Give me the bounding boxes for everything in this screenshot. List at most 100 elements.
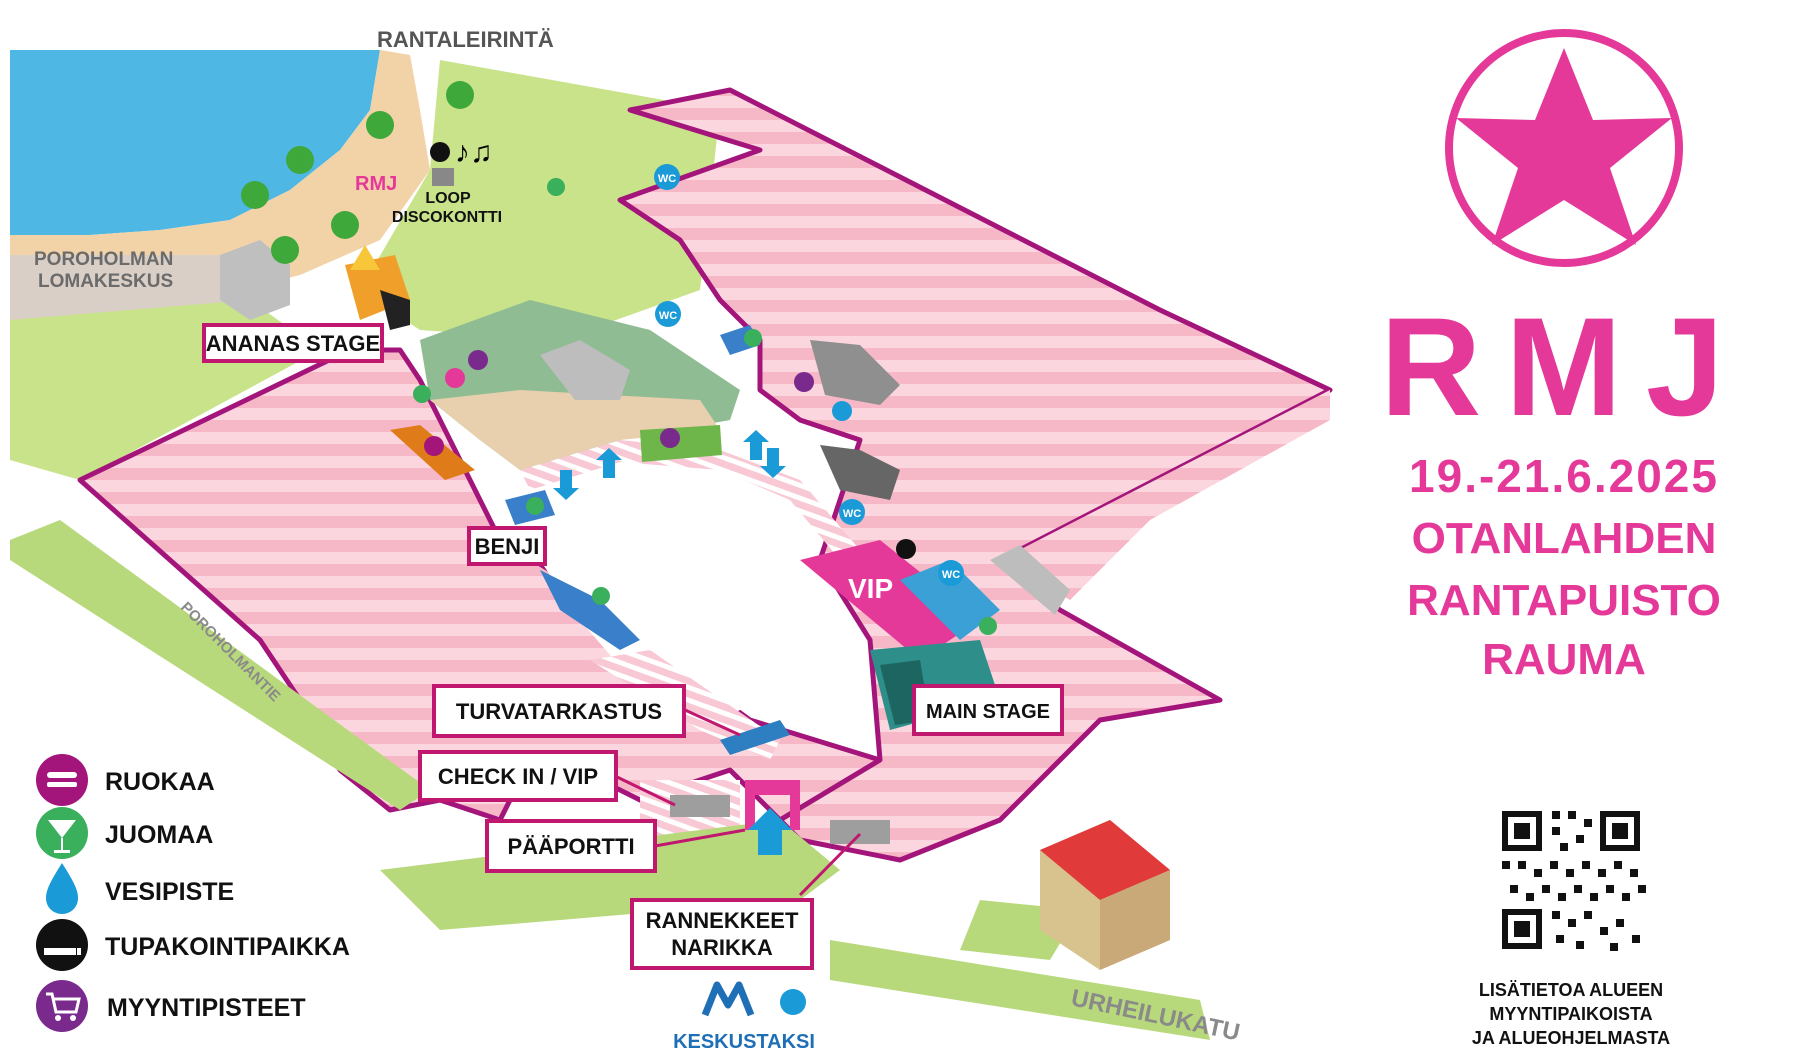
svg-text:PÄÄPORTTI: PÄÄPORTTI: [507, 834, 634, 859]
loop-label-line2: DISCOKONTTI: [392, 209, 502, 226]
qr-caption-line3: JA ALUEOHJELMASTA: [1472, 1028, 1670, 1048]
qr-caption-line2: MYYNTIPAIKOISTA: [1489, 1004, 1652, 1024]
leader-line: [798, 832, 862, 897]
house: [1040, 820, 1170, 970]
leader-line: [654, 828, 746, 848]
wc-badge: WC: [655, 301, 681, 327]
palm-trees: [241, 81, 474, 264]
road-strip-west: [10, 520, 430, 810]
svg-text:RANNEKKEET: RANNEKKEET: [646, 908, 799, 933]
walkway-lanes: [520, 440, 860, 560]
wc-badge: WC: [654, 164, 680, 190]
cocktail-icon: [744, 329, 762, 347]
svg-text:BENJI: BENJI: [475, 534, 540, 559]
wc-label: WC: [942, 569, 960, 581]
venue-city: RAUMA: [1482, 635, 1646, 684]
rantaleirinta-label: RANTALEIRINTÄ: [377, 27, 554, 52]
legend: RUOKAA JUOMAA VESIPISTE TUPAKOINTIPAIKKA…: [36, 754, 350, 1032]
north-grey-building: [810, 340, 900, 405]
wc-badge: WC: [938, 560, 964, 586]
security-checkpoint: [720, 720, 790, 755]
callout-checkin-vip: CHECK IN / VIP: [418, 750, 618, 802]
qr-code[interactable]: [1496, 805, 1646, 955]
cocktail-icon: [526, 497, 544, 515]
drink-stall-west: [540, 570, 640, 650]
flow-arrow-icon: [760, 448, 786, 478]
svg-text:ANANAS STAGE: ANANAS STAGE: [206, 331, 380, 356]
wc-badge: WC: [839, 499, 865, 525]
ananas-stage-building: [345, 245, 410, 330]
burger-icon: [424, 436, 444, 456]
legend-item-vesipiste: VESIPISTE: [46, 863, 234, 914]
flow-arrow-icon: [596, 448, 622, 478]
cart-icon: [468, 350, 488, 370]
flow-arrow-icon: [743, 430, 769, 460]
vip-area: VIP: [800, 540, 1000, 660]
svg-text:TURVATARKASTUS: TURVATARKASTUS: [456, 699, 662, 724]
water-drop-icon: [46, 863, 78, 914]
wristband-kiosk: [830, 820, 890, 844]
sea-water: [10, 50, 380, 235]
icecream-icon: [445, 368, 465, 388]
svg-text:RUOKAA: RUOKAA: [105, 768, 215, 796]
main-gate: [745, 780, 800, 830]
svg-text:TUPAKOINTIPAIKKA: TUPAKOINTIPAIKKA: [105, 933, 350, 961]
lomakeskus-building: [220, 240, 290, 320]
keskustaksi-label: KESKUSTAKSI: [673, 1031, 815, 1053]
cigarette-icon: [896, 539, 916, 559]
rmj-beach-sign: RMJ: [355, 173, 397, 195]
callout-benji: BENJI: [467, 526, 547, 566]
east-grey-building: [820, 445, 900, 500]
svg-text:JUOMAA: JUOMAA: [105, 821, 213, 849]
cigarette-icon: [36, 919, 88, 971]
legend-item-myyntipisteet: MYYNTIPISTEET: [36, 980, 306, 1032]
venue-line1: OTANLAHDEN: [1412, 514, 1717, 563]
taxi-dot-icon: [780, 989, 806, 1015]
checkin-kiosk: [670, 795, 730, 817]
burger-icon: [36, 754, 88, 806]
cocktail-icon: [592, 587, 610, 605]
legend-item-juomaa: JUOMAA: [36, 807, 213, 859]
svg-text:CHECK IN / VIP: CHECK IN / VIP: [438, 764, 598, 789]
vip-label: VIP: [848, 573, 893, 604]
loop-disco-container: [432, 168, 454, 186]
poroholman-label-line1: POROHOLMAN: [34, 249, 173, 270]
wc-label: WC: [843, 508, 861, 520]
cart-icon: [794, 372, 814, 392]
svg-text:MAIN STAGE: MAIN STAGE: [926, 701, 1050, 723]
cocktail-icon: [979, 617, 997, 635]
leader-line: [614, 774, 676, 807]
qr-caption-line1: LISÄTIETOA ALUEEN: [1479, 980, 1663, 1000]
loop-label-line1: LOOP: [425, 190, 471, 207]
venue-line2: RANTAPUISTO: [1407, 576, 1721, 625]
keskustaksi-logo: KESKUSTAKSI: [673, 981, 815, 1053]
brand-name: RMJ: [1380, 288, 1748, 445]
cart-icon: [660, 428, 680, 448]
water-drop-icon: [832, 401, 852, 421]
callout-ananas-stage: ANANAS STAGE: [202, 323, 384, 363]
flow-arrow-icon: [553, 470, 579, 500]
svg-text:MYYNTIPISTEET: MYYNTIPISTEET: [107, 994, 306, 1022]
callout-rannekkeet-narikka: RANNEKKEET NARIKKA: [630, 898, 814, 970]
gate-arrow-icon: [748, 808, 792, 855]
legend-item-tupakointipaikka: TUPAKOINTIPAIKKA: [36, 919, 350, 971]
festival-dates: 19.-21.6.2025: [1409, 450, 1719, 502]
poroholman-label-line2: LOMAKESKUS: [38, 271, 173, 292]
grass-north: [360, 60, 720, 340]
shop-stall-green: [640, 425, 722, 462]
inner-sand: [430, 390, 720, 470]
cocktail-icon: [413, 385, 431, 403]
cigarette-icon: [430, 142, 450, 162]
svg-text:VESIPISTE: VESIPISTE: [105, 878, 234, 906]
brand-star-logo: [1445, 29, 1683, 267]
callout-paaportti: PÄÄPORTTI: [485, 819, 657, 873]
arena-ground: [520, 440, 820, 730]
wc-label: WC: [659, 310, 677, 322]
cart-icon: [36, 980, 88, 1032]
callout-turvatarkastus: TURVATARKASTUS: [432, 684, 686, 738]
east-side-building: [990, 545, 1070, 615]
road-strip-east: [830, 940, 1210, 1040]
legend-item-ruokaa: RUOKAA: [36, 754, 215, 806]
